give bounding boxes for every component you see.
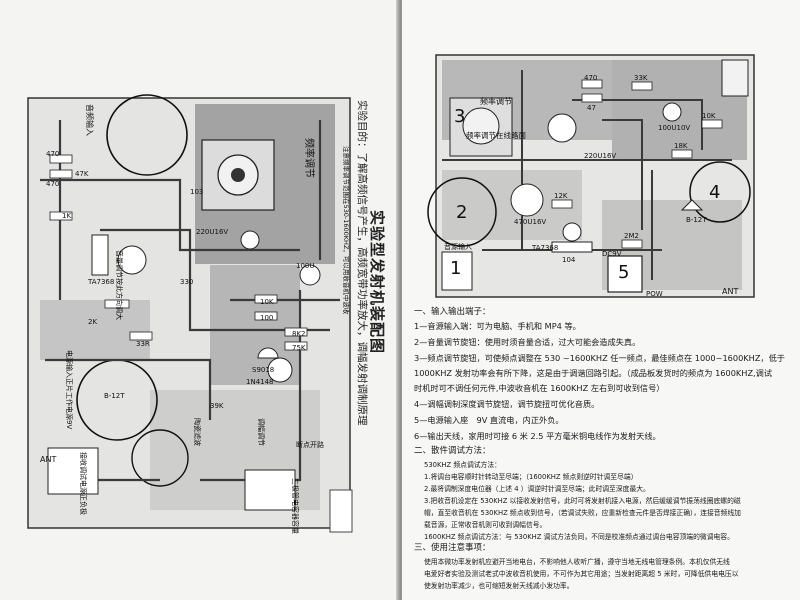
label-cap: 103 (190, 188, 204, 196)
label-r10k: 10K (260, 298, 274, 306)
label-note-left: 接收调试电源正负极 (79, 452, 87, 515)
label-ic: TA7368 (88, 278, 115, 286)
copper-area-left (40, 300, 150, 360)
left-subtitle: 实验目的：了解高频信号产生，高频宽带功率放大，调幅发射调制原理 (356, 100, 368, 426)
audio-jack-right (441, 251, 473, 291)
label-r330: 330 (180, 278, 194, 286)
rlabel-freq-range: 频率调节在线路面 (466, 131, 526, 140)
text-line: 电爱好者实验及测试老式中波收音机使用，不可作为其它用途；当发射距离超 5 米时，… (424, 570, 739, 578)
text-line: 1—音源输入端：可为电脑、手机和 MP4 等。 (414, 321, 581, 331)
section-heading-debug: 二、散件调试方法： (414, 446, 491, 456)
rlabel-pwr: POW (646, 290, 663, 298)
rlabel-b12: B-12T (686, 216, 707, 224)
left-title: 实验型发射机装配图 (368, 210, 386, 355)
power-terminal (47, 447, 99, 495)
section-heading-notes: 三、使用注意事项： (414, 543, 491, 553)
text-line: 帽，直至收音机在 530KHZ 频点收到信号，（若调试失败，应重新检查元件是否焊… (424, 509, 741, 517)
marker-2: 2 (456, 202, 468, 223)
label-freq-tune: 频率调节 (303, 138, 314, 178)
rlabel-freq-tune: 频率调节 (480, 97, 512, 106)
label-r470a: 470 (46, 150, 60, 158)
rlabel-pwrin: DC9V (602, 250, 622, 258)
text-line: 6—输出天线，家用时可接 6 米 2.5 平方毫米铜电线作为发射天线。 (414, 431, 661, 441)
label-q1: S9018 (252, 366, 275, 374)
text-line: 5—电源输入座 9V 直流电，内正外负。 (414, 415, 564, 425)
left-page: 实验型发射机装配图 实验目的：了解高频信号产生，高频宽带功率放大，调幅发射调制原… (0, 0, 400, 600)
power-jack-right (607, 255, 643, 293)
potentiometer-top (106, 94, 188, 176)
marker-5: 5 (618, 262, 630, 283)
book-spine (396, 0, 406, 600)
label-vol2: 调幅调节 (257, 418, 265, 446)
text-line: 使用本微功率发射机应避开当地电台，不影响他人收听广播，遵守当地无线电管理条例。本… (424, 558, 730, 566)
text-line: 3—频点调节旋钮，可使频点调整在 530 ~1600KHZ 任一频点，最佳频点在… (414, 353, 785, 363)
text-line: 1000KHZ 发射功率会有所下降，这是由于调谐回路引起。（成品板发货时的频点为… (414, 368, 773, 378)
label-d1: 1N4148 (246, 378, 274, 386)
right-pcb-drawing (427, 54, 755, 298)
label-r2k: 2K (88, 318, 98, 326)
rlabel-audio-in: 音源输入 (444, 243, 472, 251)
label-tri: 三极管电容器容量 (291, 478, 299, 534)
text-line: 530KHZ 频点调试方法： (424, 461, 501, 469)
label-vol1: 音量调节按此方向调大 (115, 250, 123, 320)
text-line: 时机时可不调任何元件,中波收音机在 1600KHZ 左右到可收到信号） (414, 383, 665, 393)
label-r47: 47K (75, 170, 89, 178)
marker-4: 4 (709, 182, 721, 203)
rlabel-r10k: 10K (702, 112, 716, 120)
label-power: 电源输入正片工作电源9V (65, 350, 73, 430)
label-r8k2: 8K2 (292, 330, 306, 338)
label-dots: 断点开路 (296, 441, 324, 449)
rlabel-r18k: 18K (674, 142, 688, 150)
label-ant: ANT (40, 455, 57, 464)
label-audio-in: 音频输入 (85, 104, 94, 136)
left-pcb-drawing (27, 94, 353, 533)
label-r470b: 470 (46, 180, 60, 188)
rlabel-elec2: 100U10V (658, 124, 691, 132)
rlabel-cap104: 104 (562, 256, 576, 264)
label-b12: B-12T (104, 392, 125, 400)
label-r100: 100 (260, 314, 274, 322)
label-r33: 33R (136, 340, 150, 348)
modulation-pot-right (689, 161, 751, 223)
section-heading-io: 一、输入输出端子： (414, 307, 491, 317)
coil-circle (131, 429, 189, 487)
text-line: 1.将调台电容顺时针转动至尽端；（1600KHZ 频点则逆时针调至尽端） (424, 473, 638, 481)
text-line: 1600KHZ 频点调试方法：与 530KHZ 调试方法负同，不同是校准频点通过… (424, 533, 734, 541)
marker-1: 1 (450, 258, 462, 279)
rlabel-r2m: 2M2 (624, 232, 639, 240)
rlabel-r33k: 33K (634, 74, 648, 82)
right-page: 3 2 4 5 1 频率调节 频率调节在线路面 音源输入 TA7368 470 … (402, 0, 800, 600)
rlabel-ic: TA7368 (532, 244, 559, 252)
text-line: 2—音量调节旋钮：使用时须音量合适，过大可能会造成失真。 (414, 337, 641, 347)
label-r75k: 75K (292, 344, 306, 352)
label-freq-note: 注意频率调节范围在530-1600KHZ，可以用收音机中波收 (342, 146, 350, 315)
rlabel-rs: 12K (554, 192, 568, 200)
text-line: 载音源，正常收音机则可收到调幅信号。 (424, 521, 547, 529)
rlabel-r470: 470 (584, 74, 598, 82)
text-line: 使发射功率减少，也可缩短发射天线减小发功率。 (424, 582, 574, 590)
tuning-shaft (231, 168, 245, 182)
rlabel-r47: 47 (587, 104, 596, 112)
label-elec2: 100U (296, 262, 315, 270)
ic-body (91, 234, 109, 276)
label-ceramic: 陶瓷滤波 (193, 418, 201, 446)
rlabel-ant: ANT (722, 287, 739, 296)
label-r39k: 39K (210, 402, 224, 410)
text-line: 2.最将调制深度电位器（上述 4 ）调逆时针调至尽端；此时调至深度最大。 (424, 485, 650, 493)
volume-pot-right (427, 177, 497, 247)
rlabel-elec3: 220U16V (584, 152, 617, 160)
label-elec1: 220U16V (196, 228, 229, 236)
text-line: 4—调幅调制深度调节旋钮，调节旋扭可优化音质。 (414, 399, 600, 409)
marker-3: 3 (454, 106, 466, 127)
text-line: 3.把收音机设定在 530KHZ 以接收发射信号，此时可将发射机接入电源，然后缓… (424, 497, 741, 505)
rlabel-elec: 470U16V (514, 218, 547, 226)
antenna-terminal (244, 469, 296, 511)
label-r1k: 1K (62, 212, 72, 220)
